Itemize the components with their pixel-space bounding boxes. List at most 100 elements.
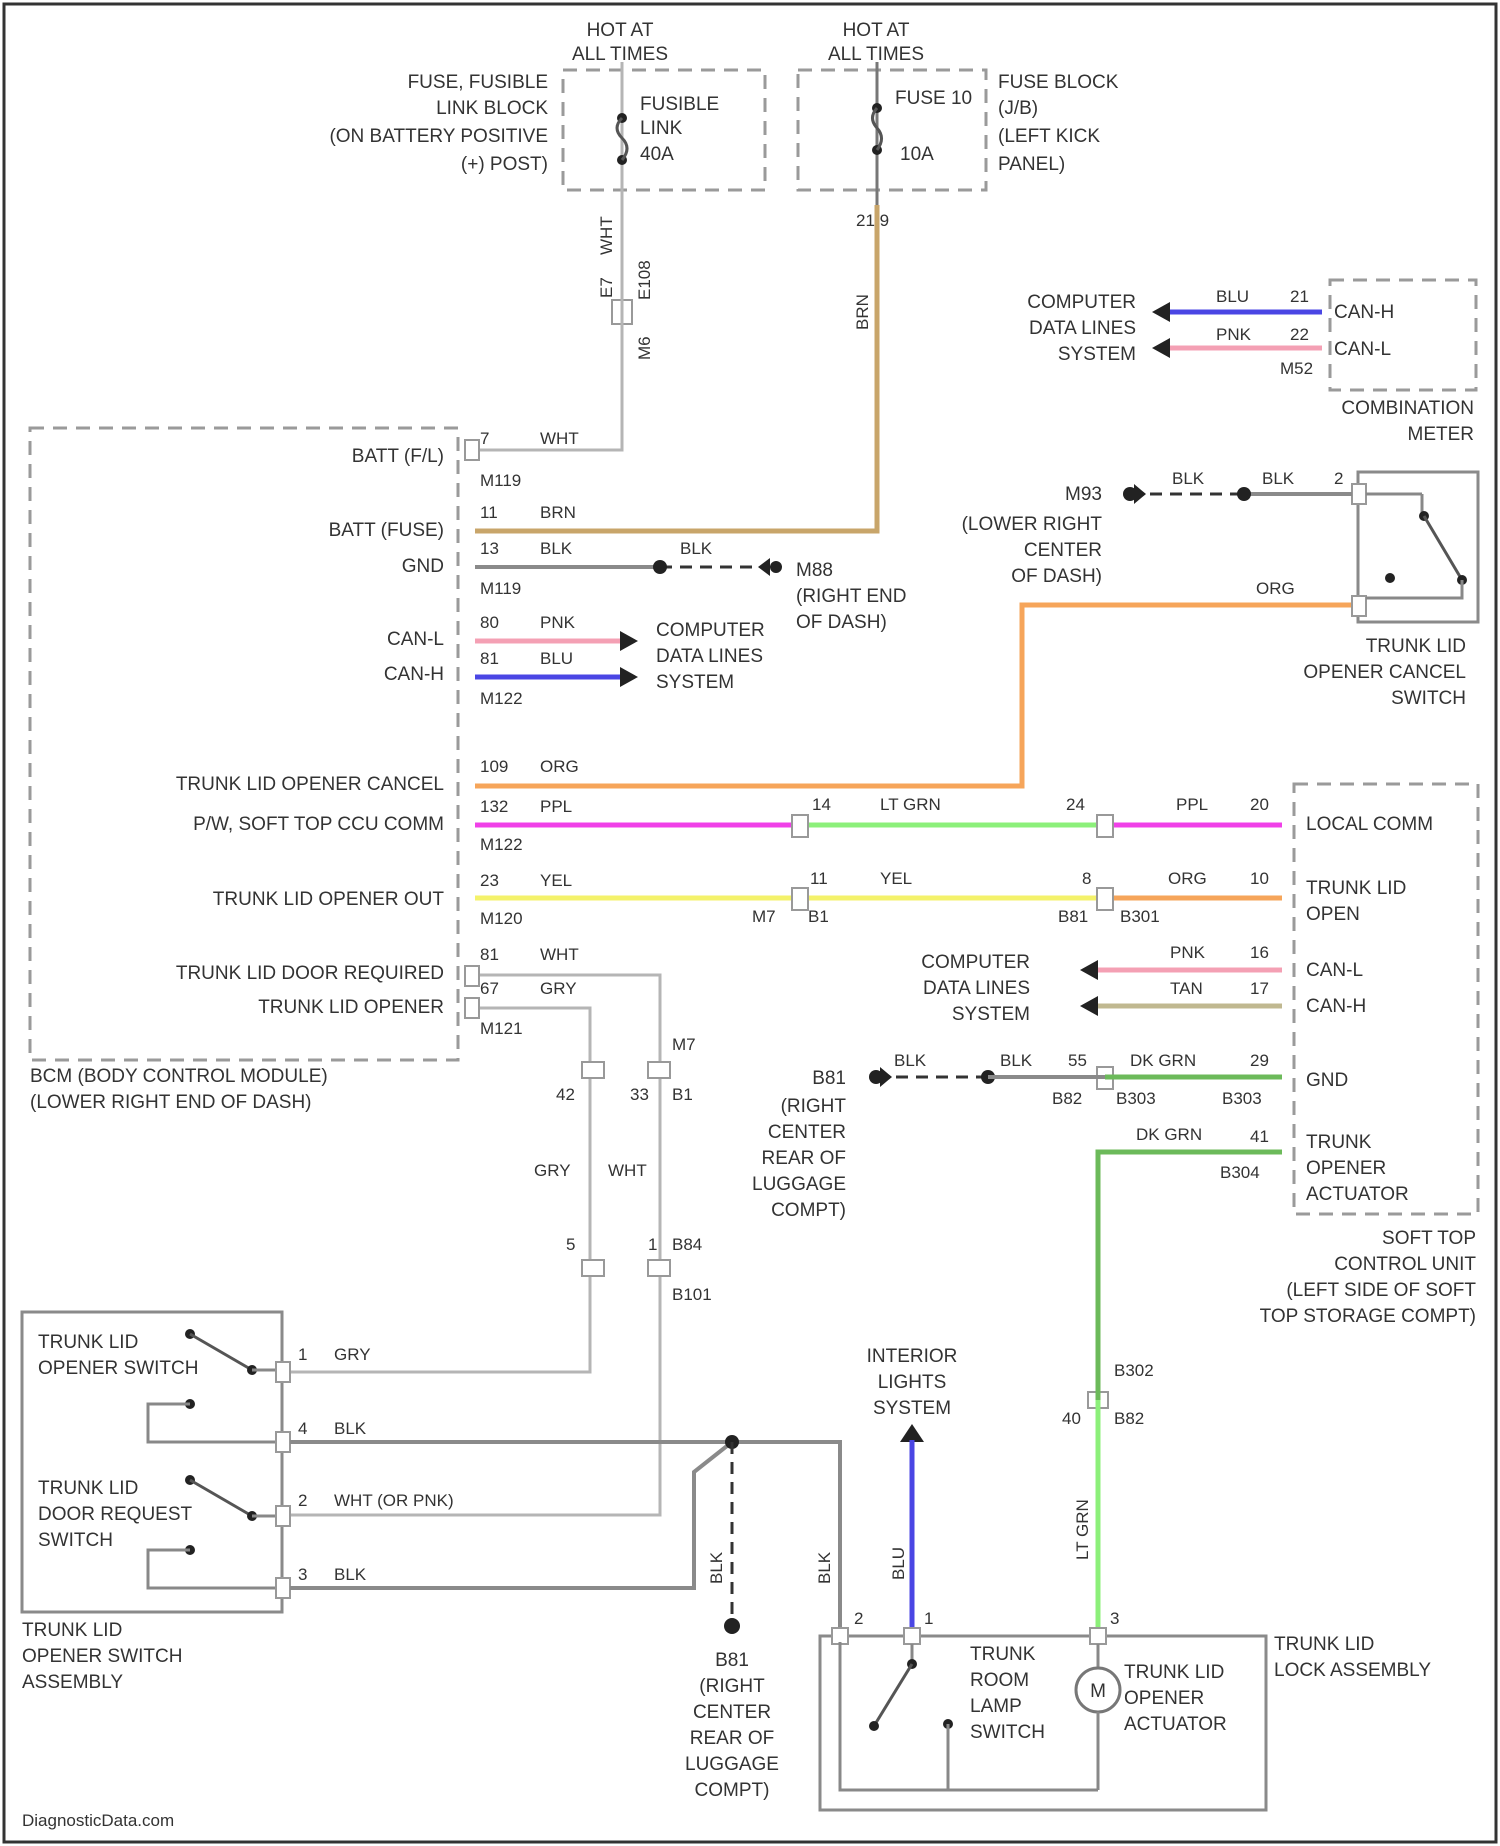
junction-b81: B81 [1058, 907, 1088, 926]
junction-b82: B82 [1052, 1089, 1082, 1108]
junction-b302: B302 [1114, 1361, 1154, 1380]
fuse-10-label-2: 10A [900, 144, 934, 165]
fuse-10-label-1: FUSE 10 [895, 88, 972, 109]
bcm-pin-num-132: 132 [480, 797, 508, 816]
bcm-computer-2: DATA LINES [656, 646, 763, 667]
stcu-pin-17: 17 [1250, 979, 1269, 998]
fusible-link-label-3: 40A [640, 144, 674, 165]
lbl-brn: BRN [540, 503, 576, 522]
lbl-org-2: ORG [1168, 869, 1207, 888]
bcm-pin-num-109: 109 [480, 757, 508, 776]
bcm-conn-m119a: M119 [480, 471, 521, 490]
watermark: DiagnosticData.com [22, 1811, 174, 1830]
lock-actuator-2: OPENER [1124, 1688, 1204, 1709]
m6-label: M6 [635, 336, 654, 360]
lbl-blu-vert: BLU [889, 1547, 908, 1580]
bcm-computer-1: COMPUTER [656, 620, 765, 641]
stcu-computer-2: DATA LINES [923, 978, 1030, 999]
lbl-blu-1: BLU [540, 649, 573, 668]
lbl-pnk-1: PNK [540, 613, 576, 632]
m93-line-2: (LOWER RIGHT [962, 514, 1103, 535]
room-lamp-1: TRUNK [970, 1644, 1036, 1665]
door-request-3: SWITCH [38, 1530, 113, 1551]
bcm-conn-m122b: M122 [480, 835, 523, 854]
bcm-pin-soft-top-comm: P/W, SOFT TOP CCU COMM [193, 814, 444, 835]
stcu-can-h: CAN-H [1306, 996, 1366, 1017]
bcm-conn-m121: M121 [480, 1019, 523, 1038]
stcu-actuator-3: ACTUATOR [1306, 1184, 1409, 1205]
meter-computer-1: COMPUTER [1027, 292, 1136, 313]
lbl-wht-2: WHT [540, 945, 579, 964]
bcm-pin-can-h: CAN-H [384, 664, 444, 685]
cancel-name-1: TRUNK LID [1366, 636, 1466, 657]
bcm-pin-num-80: 80 [480, 613, 499, 632]
hot-left-1: HOT AT [587, 20, 654, 41]
fusible-block-label-2: LINK BLOCK [436, 98, 548, 119]
fuse-block-label-4: PANEL) [998, 154, 1065, 175]
stcu-lbl-tan: TAN [1170, 979, 1203, 998]
stcu-pin-10: 10 [1250, 869, 1269, 888]
fusible-link-label-1: FUSIBLE [640, 94, 719, 115]
b81-mid-6: COMPT) [771, 1200, 846, 1221]
lbl-blk-vert-1: BLK [707, 1551, 726, 1584]
b81-mid-3: CENTER [768, 1122, 846, 1143]
stcu-pin-20: 20 [1250, 795, 1269, 814]
stcu-trunk-open-2: OPEN [1306, 904, 1360, 925]
stcu-actuator-2: OPENER [1306, 1158, 1386, 1179]
bcm-conn-m122a: M122 [480, 689, 523, 708]
door-request-1: TRUNK LID [38, 1478, 138, 1499]
meter-computer-2: DATA LINES [1029, 318, 1136, 339]
b81-mid-5: LUGGAGE [752, 1174, 846, 1195]
stcu-computer-1: COMPUTER [921, 952, 1030, 973]
lbl-blk-2: BLK [680, 539, 713, 558]
cancel-lbl-blk-2: BLK [1262, 469, 1295, 488]
meter-name-1: COMBINATION [1341, 398, 1474, 419]
stcu-trunk-open-1: TRUNK LID [1306, 878, 1406, 899]
bcm-pin-num-7: 7 [480, 429, 489, 448]
bcm-pin-num-81b: 81 [480, 945, 499, 964]
stcu-conn-b303a: B303 [1116, 1089, 1156, 1108]
stcu-gnd: GND [1306, 1070, 1348, 1091]
sw-lbl-wht-pnk: WHT (OR PNK) [334, 1491, 454, 1510]
lock-pin-2: 2 [854, 1609, 863, 1628]
lock-name-2: LOCK ASSEMBLY [1274, 1660, 1431, 1681]
b81-bottom-5: LUGGAGE [685, 1754, 779, 1775]
lbl-ppl-1: PPL [540, 797, 572, 816]
opener-switch-1: TRUNK LID [38, 1332, 138, 1353]
b81-mid-2: (RIGHT [781, 1096, 847, 1117]
lock-name-1: TRUNK LID [1274, 1634, 1374, 1655]
wht-vertical-label: WHT [597, 216, 616, 255]
meter-lbl-blu: BLU [1216, 287, 1249, 306]
stcu-pin-16: 16 [1250, 943, 1269, 962]
m93-label: M93 [1065, 484, 1102, 505]
stcu-name-2: CONTROL UNIT [1334, 1254, 1476, 1275]
junction-5: 5 [566, 1235, 575, 1254]
opener-switch-2: OPENER SWITCH [38, 1358, 198, 1379]
junction-b1b: B1 [672, 1085, 693, 1104]
stcu-pin-41: 41 [1250, 1127, 1269, 1146]
stcu-lbl-pnk: PNK [1170, 943, 1206, 962]
b81-bottom-label: B81 [715, 1650, 749, 1671]
junction-55: 55 [1068, 1051, 1087, 1070]
b81-bottom-3: CENTER [693, 1702, 771, 1723]
meter-pin-22: 22 [1290, 325, 1309, 344]
m93-line-4: OF DASH) [1011, 566, 1102, 587]
junction-m7: M7 [752, 907, 776, 926]
meter-lbl-pnk: PNK [1216, 325, 1252, 344]
cancel-name-2: OPENER CANCEL [1303, 662, 1466, 683]
sw-lbl-gry: GRY [334, 1345, 371, 1364]
bcm-conn-m120: M120 [480, 909, 523, 928]
junction-8: 8 [1082, 869, 1091, 888]
motor-label: M [1090, 1681, 1106, 1702]
lbl-wht-3: WHT [608, 1161, 647, 1180]
fusible-block-label-1: FUSE, FUSIBLE [408, 72, 548, 93]
stcu-conn-b304: B304 [1220, 1163, 1260, 1182]
room-lamp-4: SWITCH [970, 1722, 1045, 1743]
stcu-conn-b301: B301 [1120, 907, 1160, 926]
sw-lbl-blk-2: BLK [334, 1565, 367, 1584]
sw-pin-3: 3 [298, 1565, 307, 1584]
junction-42: 42 [556, 1085, 575, 1104]
cancel-pin-2: 2 [1334, 469, 1343, 488]
bcm-pin-num-81: 81 [480, 649, 499, 668]
